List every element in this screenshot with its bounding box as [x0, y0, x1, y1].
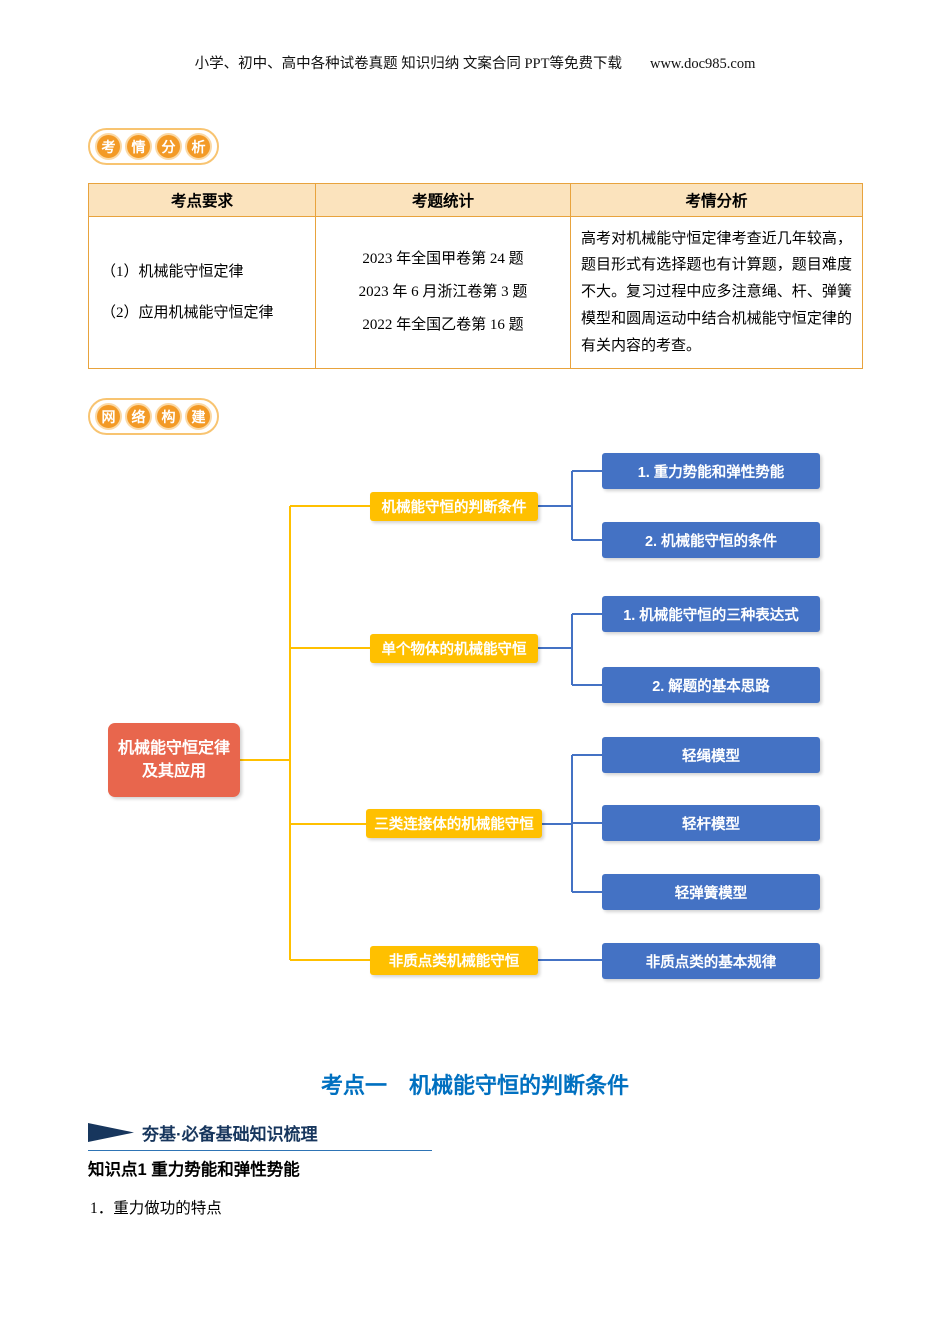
- table-row: （1）机械能守恒定律 （2）应用机械能守恒定律 2023 年全国甲卷第 24 题…: [88, 216, 863, 369]
- badge-char: 构: [155, 403, 182, 430]
- table-header-row: 考点要求 考题统计 考情分析: [88, 183, 863, 217]
- mindmap-leaf: 2. 机械能守恒的条件: [602, 522, 820, 558]
- mindmap-leaf: 轻弹簧模型: [602, 874, 820, 910]
- section-title: 考点一 机械能守恒的判断条件: [320, 1073, 629, 1098]
- badge-char: 情: [125, 133, 152, 160]
- requirement-line: （1）机械能守恒定律: [101, 264, 244, 280]
- table-header-statistics: 考题统计: [315, 183, 571, 217]
- mindmap-leaf: 1. 重力势能和弹性势能: [602, 453, 820, 489]
- mindmap-leaf: 轻绳模型: [602, 737, 820, 773]
- list-item: 1．重力做功的特点: [90, 1200, 222, 1217]
- banner-text: 夯基·必备基础知识梳理: [142, 1125, 318, 1144]
- badge-char: 建: [185, 403, 212, 430]
- mindmap-leaf: 1. 机械能守恒的三种表达式: [602, 596, 820, 632]
- root-line: 及其应用: [141, 763, 206, 780]
- badge-char: 考: [95, 133, 122, 160]
- table-header-requirements: 考点要求: [88, 183, 316, 217]
- statistic-line: 2022 年全国乙卷第 16 题: [362, 317, 524, 333]
- table-header-analysis: 考情分析: [570, 183, 863, 217]
- network-build-badge: 网 络 构 建: [88, 398, 219, 435]
- mindmap-branch-connected-bodies: 三类连接体的机械能守恒: [366, 809, 542, 838]
- exam-analysis-badge: 考 情 分 析: [88, 128, 219, 165]
- mindmap-leaf: 2. 解题的基本思路: [602, 667, 820, 703]
- header-url: www.doc985.com: [649, 56, 756, 72]
- mindmap-branch-single-object: 单个物体的机械能守恒: [370, 634, 538, 663]
- statistic-line: 2023 年全国甲卷第 24 题: [362, 251, 524, 267]
- badge-char: 析: [185, 133, 212, 160]
- mindmap-leaf: 非质点类的基本规律: [602, 943, 820, 979]
- root-line: 机械能守恒定律: [117, 739, 230, 757]
- concept-mindmap: 机械能守恒定律 及其应用 机械能守恒的判断条件 单个物体的机械能守恒 三类连接体…: [0, 445, 950, 1005]
- mindmap-connectors: [240, 470, 602, 961]
- badge-char: 络: [125, 403, 152, 430]
- analysis-text: 高考对机械能守恒定律考查近几年较高，题目形式有选择题也有计算题，题目难度不大。复…: [581, 230, 852, 354]
- mindmap-branch-judge-condition: 机械能守恒的判断条件: [370, 492, 538, 521]
- cell-requirements: （1）机械能守恒定律 （2）应用机械能守恒定律: [88, 216, 316, 369]
- cell-analysis: 高考对机械能守恒定律考查近几年较高，题目形式有选择题也有计算题，题目难度不大。复…: [570, 216, 863, 369]
- header-text: 小学、初中、高中各种试卷真题 知识归纳 文案合同 PPT等免费下载: [194, 56, 622, 72]
- cell-statistics: 2023 年全国甲卷第 24 题 2023 年 6 月浙江卷第 3 题 2022…: [315, 216, 571, 369]
- knowledge-point-heading: 知识点1 重力势能和弹性势能: [88, 1161, 300, 1179]
- basics-banner: 夯基·必备基础知识梳理: [88, 1120, 432, 1151]
- page-header: 小学、初中、高中各种试卷真题 知识归纳 文案合同 PPT等免费下载 www.doc…: [0, 52, 950, 73]
- mindmap-root-node: 机械能守恒定律 及其应用: [108, 723, 240, 797]
- mindmap-leaf: 轻杆模型: [602, 805, 820, 841]
- mindmap-branch-non-particle: 非质点类机械能守恒: [370, 946, 538, 975]
- statistic-line: 2023 年 6 月浙江卷第 3 题: [358, 284, 528, 300]
- exam-info-table: 考点要求 考题统计 考情分析 （1）机械能守恒定律 （2）应用机械能守恒定律 2…: [88, 183, 863, 369]
- flag-icon: [88, 1123, 134, 1142]
- requirement-line: （2）应用机械能守恒定律: [101, 304, 274, 321]
- badge-char: 网: [95, 403, 122, 430]
- badge-char: 分: [155, 133, 182, 160]
